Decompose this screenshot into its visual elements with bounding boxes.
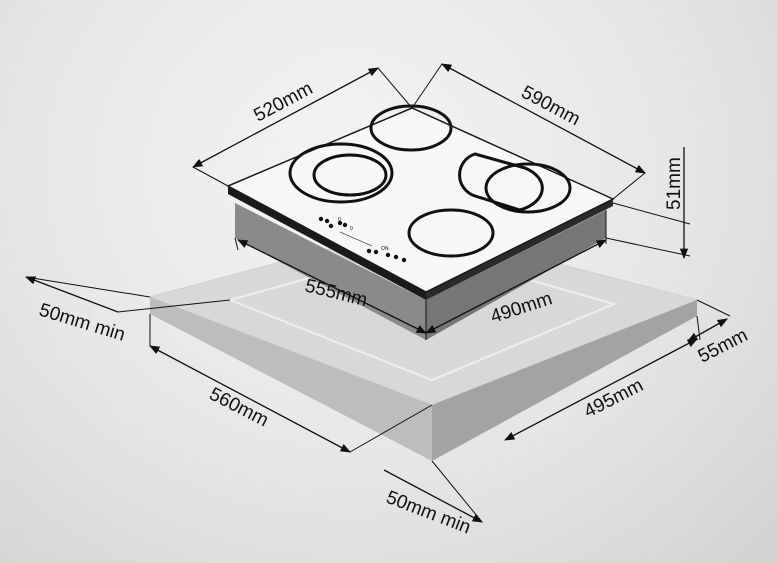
label-cutout-width: 560mm [206, 384, 272, 431]
control-dot[interactable] [337, 220, 343, 226]
dim-line-50-side [25, 276, 119, 313]
control-dot[interactable] [393, 254, 399, 260]
dim-line-590 [441, 63, 646, 174]
dimension-lines [25, 63, 728, 523]
dim-line-55 [687, 318, 728, 342]
dim-line-50-front [383, 469, 483, 523]
dim-line-560 [149, 345, 351, 453]
label-worktop-thickness: 55mm [695, 325, 752, 368]
control-dot[interactable] [318, 216, 324, 222]
label-side-clearance: 50mm min [37, 300, 128, 346]
control-label-b: 0 [350, 226, 353, 232]
control-dot[interactable] [401, 257, 407, 263]
control-label-c: ON [381, 246, 389, 252]
control-dot[interactable] [342, 222, 348, 228]
control-dot[interactable] [324, 218, 330, 224]
control-dot[interactable] [366, 248, 372, 254]
control-dot[interactable] [328, 223, 334, 229]
control-label-a: 0 [338, 217, 341, 223]
control-dot[interactable] [373, 249, 379, 255]
dim-line-520 [192, 67, 379, 168]
dim-line-495 [504, 338, 698, 441]
dim-line-490 [425, 239, 607, 334]
control-dot[interactable] [385, 252, 391, 258]
dim-line-555 [237, 239, 427, 334]
label-hob-height: 51mm [664, 157, 685, 210]
